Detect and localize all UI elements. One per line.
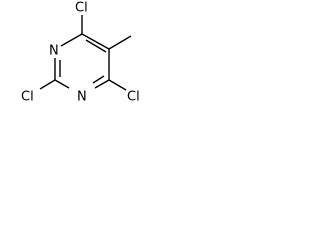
bond-c6-cl xyxy=(108,79,127,91)
bond-c6-n1-inner xyxy=(92,75,105,84)
molecule-structure: Cl N Cl N Cl xyxy=(21,1,140,105)
bond-c4-c5-inner xyxy=(85,39,107,53)
bond-c6-n1 xyxy=(94,79,110,89)
atom-cl-bottom-left: Cl xyxy=(21,90,34,105)
bond-n1-c2 xyxy=(54,79,70,89)
atom-n-lower: N xyxy=(77,90,87,105)
atom-n-upper: N xyxy=(49,44,59,59)
bond-c2-cl xyxy=(39,79,56,90)
atom-cl-top: Cl xyxy=(75,1,88,16)
bond-c5-methyl xyxy=(108,35,132,50)
bonds xyxy=(39,15,132,91)
atom-labels: Cl N Cl N Cl xyxy=(21,1,140,105)
bond-c4-c5 xyxy=(81,33,110,50)
bond-c4-n3 xyxy=(60,33,83,47)
atom-cl-bottom-right: Cl xyxy=(127,90,140,105)
